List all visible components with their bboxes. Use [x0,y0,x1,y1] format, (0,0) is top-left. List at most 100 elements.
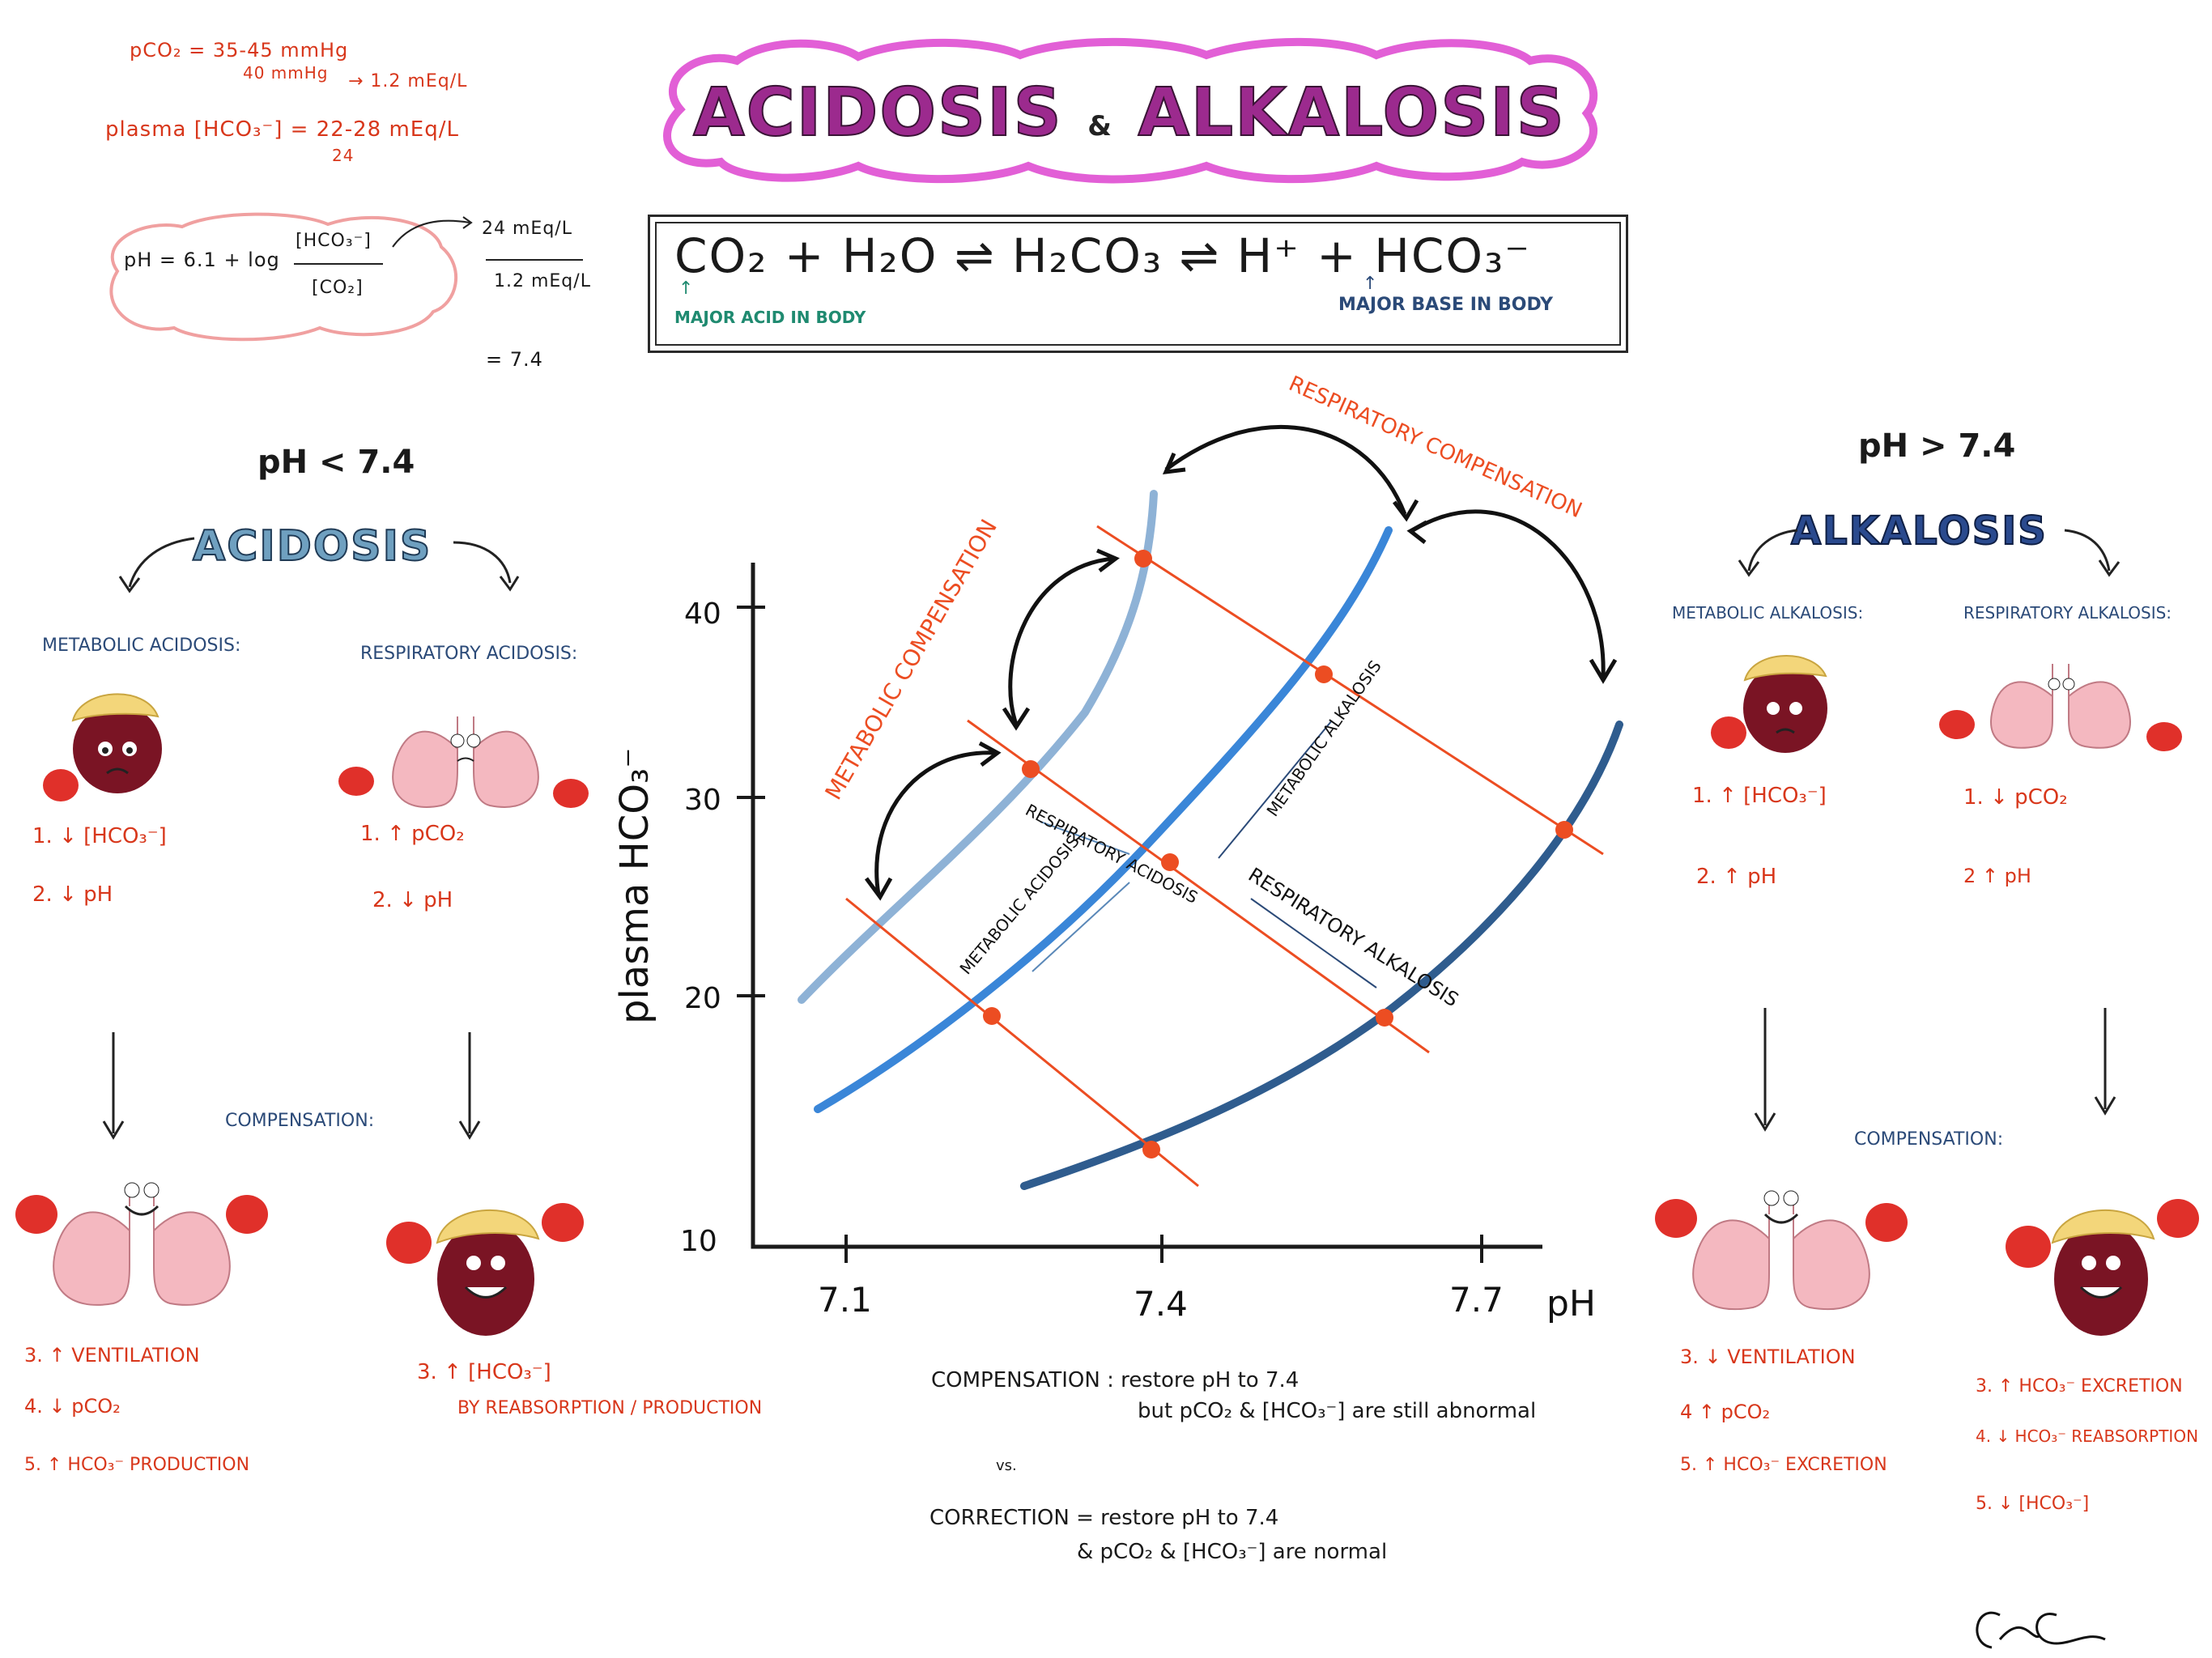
fraction-denominator: 1.2 mEq/L [494,271,591,291]
metab-acidosis-arrow [1032,882,1130,972]
respiratory-alkalosis-title: RESPIRATORY ALKALOSIS: [1963,603,2172,623]
title-acidosis: ACIDOSIS [692,74,1063,152]
resp-acidosis-arrow [1040,821,1130,855]
compensation-arrows [864,424,1618,901]
respiratory-alkalosis-item2: 2 ↑ pH [1963,865,2031,887]
acid-up-arrow: ↑ [678,278,694,299]
respiratory-acidosis-comp3: 3. ↑ [HCO₃⁻] [417,1360,551,1384]
buffer-points [983,550,1573,1158]
respiratory-compensation-label: RESPIRATORY COMPENSATION [1285,372,1585,523]
title-banner: ACIDOSIS & ALKALOSIS [648,32,1611,186]
metabolic-alkalosis-down-arrow [1754,1008,1776,1132]
respiratory-alkalosis-item1: 1. ↓ pCO₂ [1963,785,2068,810]
metabolic-alkalosis-comp4: 4 ↑ pCO₂ [1680,1401,1771,1423]
equation-box: CO₂ + H₂O ⇌ H₂CO₃ ⇌ H⁺ + HCO₃⁻ ↑ MAJOR A… [648,215,1628,353]
sad-kidney-icon [43,693,162,801]
metabolic-acidosis-title: METABOLIC ACIDOSIS: [42,636,241,656]
vs-label: vs. [996,1457,1017,1474]
left-ph-label: pH < 7.4 [257,444,415,481]
metabolic-acidosis-graph-label: METABOLIC ACIDOSIS [955,831,1083,978]
x-tick-7-4: 7.4 [1134,1284,1188,1324]
x-tick-7-7: 7.7 [1449,1280,1504,1320]
alkalosis-left-branch-arrow [1738,529,1798,577]
ph-formula-numerator: [HCO₃⁻] [296,231,372,251]
buffer-line-2 [967,719,1430,1054]
y-tick-marks [737,606,765,997]
buffer-line-1 [1096,525,1604,856]
ph-formula-denominator: [CO₂] [312,278,364,298]
y-axis-label: plasma HCO₃⁻ [612,747,657,1024]
fraction-bar [486,259,583,261]
pco2-range-note: pCO₂ = 35-45 mmHg [130,39,349,62]
metabolic-acidosis-comp3: 3. ↑ VENTILATION [24,1344,200,1367]
respiratory-acidosis-title: RESPIRATORY ACIDOSIS: [360,644,578,664]
metabolic-acidosis-item1: 1. ↓ [HCO₃⁻] [32,824,167,848]
correction-definition-line2: & pCO₂ & [HCO₃⁻] are normal [1077,1540,1388,1564]
y-tick-30: 30 [684,784,721,817]
base-up-arrow: ↑ [1363,274,1378,294]
title-alkalosis: ALKALOSIS [1137,74,1566,152]
metabolic-acidosis-down-arrow [102,1032,125,1140]
happy-kidney-icon [386,1203,584,1336]
alkalosis-happy-kidney-icon [2006,1199,2199,1336]
title-ampersand: & [1087,110,1113,142]
alkalosis-happy-lungs-icon [1655,1190,1908,1311]
ph-formula-text: pH = 6.1 + log [124,249,280,271]
compensation-definition-line1: COMPENSATION : restore pH to 7.4 [931,1368,1299,1392]
metabolic-alkalosis-comp3: 3. ↓ VENTILATION [1680,1346,1856,1368]
hco3-24-note: 24 [332,146,355,165]
left-compensation-label: COMPENSATION: [225,1111,375,1131]
correction-definition-line1: CORRECTION = restore pH to 7.4 [929,1506,1278,1530]
metabolic-alkalosis-comp5: 5. ↑ HCO₃⁻ EXCRETION [1680,1455,1887,1475]
ph-result: = 7.4 [486,348,543,371]
fraction-numerator: 24 mEq/L [482,219,572,239]
respiratory-acidosis-item1: 1. ↑ pCO₂ [360,822,465,846]
y-tick-20: 20 [684,982,721,1015]
bicarbonate-equation: CO₂ + H₂O ⇌ H₂CO₃ ⇌ H⁺ + HCO₃⁻ [674,228,1531,283]
graph-axes [751,563,1542,1249]
respiratory-alkalosis-comp5: 5. ↓ [HCO₃⁻] [1976,1494,2090,1514]
ph-formula-cloud: pH = 6.1 + log [HCO₃⁻] [CO₂] [93,206,466,344]
metabolic-acidosis-comp5: 5. ↑ HCO₃⁻ PRODUCTION [24,1455,250,1475]
happy-lungs-icon [15,1182,268,1306]
title-cloud-shape [663,37,1598,184]
normal-pco2-isobar [814,526,1393,1113]
metabolic-alkalosis-item2: 2. ↑ pH [1696,865,1777,889]
x-tick-7-1: 7.1 [818,1280,872,1320]
pco2-conversion-note: → 1.2 mEq/L [348,71,468,91]
respiratory-acidosis-comp-by: BY REABSORPTION / PRODUCTION [457,1398,763,1418]
buffer-line-3 [845,897,1199,1188]
respiratory-alkalosis-down-arrow [2094,1008,2116,1116]
metabolic-alkalosis-item1: 1. ↑ [HCO₃⁻] [1692,784,1827,808]
compensation-text-1: : restore pH to 7.4 [1107,1368,1300,1392]
major-base-label: MAJOR BASE IN BODY [1338,295,1554,315]
respiratory-acidosis-item2: 2. ↓ pH [372,888,453,912]
right-ph-label: pH > 7.4 [1858,427,2016,465]
respiratory-alkalosis-graph-label: RESPIRATORY ALKALOSIS [1244,863,1463,1011]
alkalosis-heading: ALKALOSIS [1790,508,2048,555]
right-compensation-label: COMPENSATION: [1854,1129,2004,1150]
metabolic-acidosis-item2: 2. ↓ pH [32,882,113,907]
correction-text-1: = restore pH to 7.4 [1076,1506,1279,1530]
pco2-40-note: 40 mmHg [243,63,329,83]
ph-formula-fraction-bar [294,263,383,265]
formula-cloud-shape [109,212,457,342]
x-axis-label: pH [1546,1283,1596,1324]
compensation-definition-line2: but pCO₂ & [HCO₃⁻] are still abnormal [1138,1399,1537,1423]
respiratory-acidosis-down-arrow [458,1032,481,1140]
metabolic-alkalosis-title: METABOLIC ALKALOSIS: [1672,603,1864,623]
metabolic-acidosis-comp4: 4. ↓ pCO₂ [24,1395,121,1418]
alkalosis-right-branch-arrow [2064,529,2121,577]
x-tick-marks [844,1235,1483,1263]
acidosis-heading: ACIDOSIS [192,521,432,572]
respiratory-alkalosis-comp4: 4. ↓ HCO₃⁻ REABSORPTION [1976,1426,2199,1446]
compensation-term: COMPENSATION [931,1368,1100,1392]
right-branch-arrow [453,541,520,592]
hco3-range-note: plasma [HCO₃⁻] = 22-28 mEq/L [105,117,459,142]
correction-term: CORRECTION [929,1506,1070,1530]
sad-lungs-icon [338,716,589,808]
metabolic-compensation-label: METABOLIC COMPENSATION [819,515,1002,805]
alkalosis-sad-kidney-icon [1711,655,1827,753]
formula-arrow [392,216,473,248]
